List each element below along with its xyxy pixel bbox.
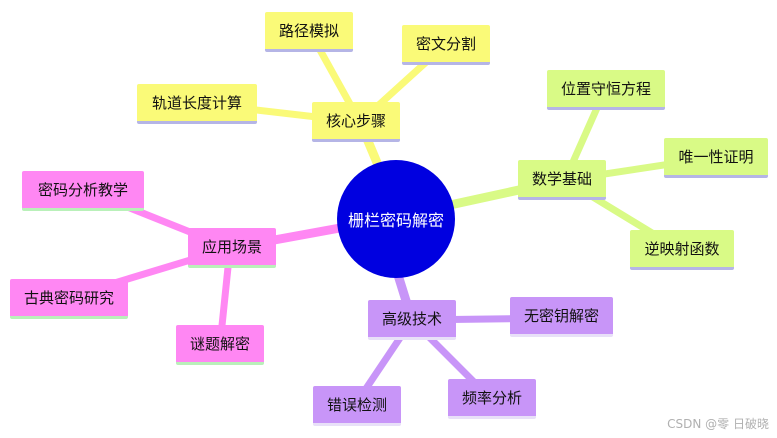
node-label: 密文分割	[415, 35, 476, 53]
node-classical-cipher-research[interactable]: 古典密码研究	[10, 279, 128, 319]
node-label: 路径模拟	[278, 22, 339, 40]
node-label: 古典密码研究	[23, 289, 114, 307]
node-label: 高级技术	[381, 310, 442, 328]
node-label: 轨道长度计算	[151, 94, 242, 112]
node-keyless-decryption[interactable]: 无密钥解密	[510, 297, 613, 337]
node-uniqueness-proof[interactable]: 唯一性证明	[664, 138, 768, 178]
node-label: 位置守恒方程	[560, 80, 651, 98]
watermark: CSDN @零 日破晓	[667, 417, 769, 431]
node-label: 频率分析	[461, 389, 522, 407]
node-path-simulation[interactable]: 路径模拟	[265, 12, 353, 52]
node-label: 逆映射函数	[644, 240, 720, 258]
node-label: 数学基础	[531, 170, 592, 188]
node-puzzle-decryption[interactable]: 谜题解密	[176, 325, 264, 365]
node-label: 无密钥解密	[523, 307, 599, 325]
node-ciphertext-split[interactable]: 密文分割	[402, 25, 490, 65]
node-advanced-techniques[interactable]: 高级技术	[368, 300, 456, 340]
node-inverse-mapping[interactable]: 逆映射函数	[630, 230, 734, 270]
node-label: 错误检测	[326, 396, 387, 414]
center-node-label: 栅栏密码解密	[347, 211, 444, 230]
node-applications[interactable]: 应用场景	[188, 228, 276, 268]
node-label: 应用场景	[201, 238, 262, 256]
node-position-conservation[interactable]: 位置守恒方程	[547, 70, 665, 110]
node-rail-length-calc[interactable]: 轨道长度计算	[137, 84, 257, 124]
node-label: 谜题解密	[189, 335, 250, 353]
node-label: 核心步骤	[325, 112, 386, 130]
node-label: 唯一性证明	[678, 148, 754, 166]
node-core-steps[interactable]: 核心步骤	[312, 102, 400, 142]
node-label: 密码分析教学	[37, 181, 128, 199]
center-node[interactable]: 栅栏密码解密	[337, 160, 455, 278]
node-cipher-teaching[interactable]: 密码分析教学	[22, 171, 144, 211]
node-error-detection[interactable]: 错误检测	[313, 386, 401, 426]
node-frequency-analysis[interactable]: 频率分析	[448, 379, 536, 419]
node-math-basis[interactable]: 数学基础	[518, 160, 606, 200]
